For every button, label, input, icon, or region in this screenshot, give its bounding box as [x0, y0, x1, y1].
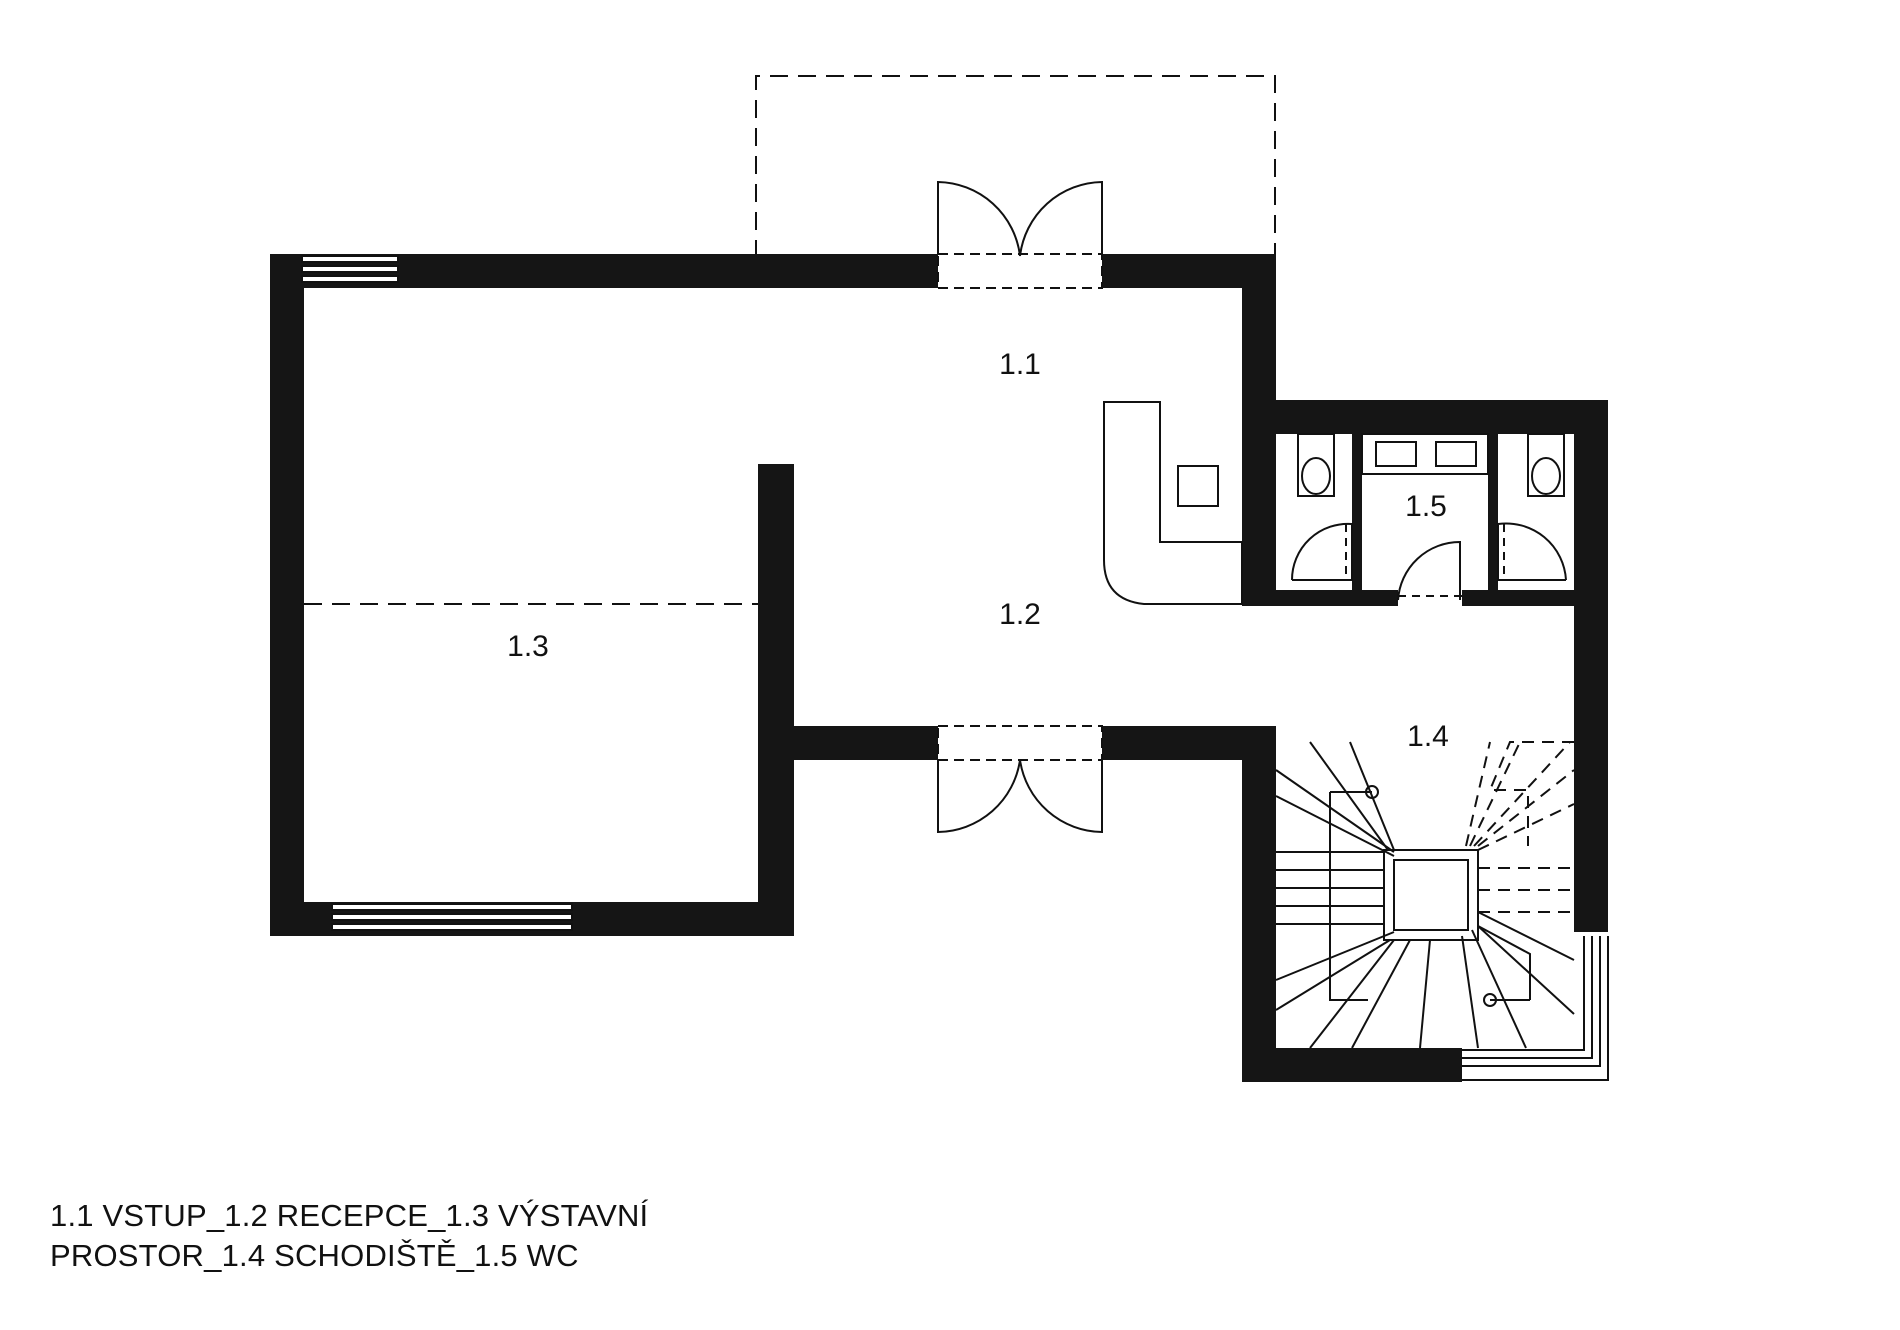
legend-line-1: 1.1 VSTUP_1.2 RECEPCE_1.3 VÝSTAVNÍ: [50, 1198, 649, 1233]
windows: [301, 255, 1609, 1081]
room-legend: 1.1 VSTUP_1.2 RECEPCE_1.3 VÝSTAVNÍ PROST…: [50, 1196, 810, 1276]
wc-fixtures: [1290, 433, 1567, 601]
room-label-1-5: 1.5: [1405, 490, 1447, 523]
room-label-1-4: 1.4: [1407, 720, 1449, 753]
entrance-canopy: [755, 75, 1276, 258]
walls: [270, 254, 1608, 1082]
legend-line-2: PROSTOR_1.4 SCHODIŠTĚ_1.5 WC: [50, 1238, 579, 1273]
room-label-1-3: 1.3: [507, 630, 549, 663]
reception-desk: [1103, 401, 1243, 605]
room-label-1-2: 1.2: [999, 598, 1041, 631]
room-label-1-1: 1.1: [999, 348, 1041, 381]
entrance-door: [937, 180, 1103, 289]
staircase: [1275, 741, 1575, 1049]
lower-door: [937, 725, 1103, 834]
